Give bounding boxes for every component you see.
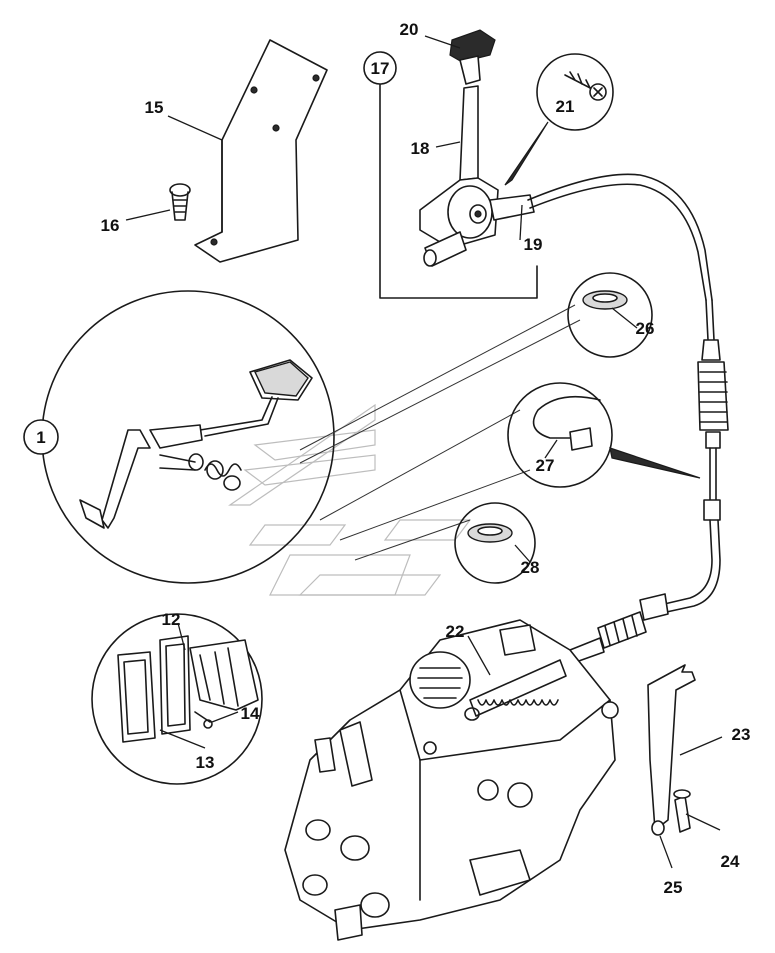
cable-bracket	[647, 664, 696, 836]
callout-18: 18	[411, 139, 430, 158]
callout-15: 15	[145, 98, 164, 117]
callout-14: 14	[241, 704, 260, 723]
callout-17: 17	[363, 51, 397, 85]
callout-19: 19	[524, 235, 543, 254]
svg-text:17: 17	[371, 59, 390, 78]
detail-circle-pedal	[41, 290, 335, 584]
knob-part	[449, 29, 496, 85]
callout-labels: 12 13 14 15 16 17 18 19 20 21 22 23 24 2…	[101, 20, 751, 897]
detail-circle-clip-27	[507, 382, 613, 488]
callout-24: 24	[721, 852, 740, 871]
detail-circle-screw	[504, 53, 614, 186]
callout-1: 1	[23, 419, 59, 455]
bracket-part	[194, 39, 328, 263]
detail-circle-grommet-28	[454, 502, 536, 584]
callout-23: 23	[732, 725, 751, 744]
injection-pump	[284, 619, 619, 941]
callout-28: 28	[521, 558, 540, 577]
callout-13: 13	[196, 753, 215, 772]
lever-assembly	[379, 82, 713, 301]
callout-16: 16	[101, 216, 120, 235]
detail-circle-grommet-26	[567, 272, 653, 358]
callout-21: 21	[556, 97, 575, 116]
callout-27: 27	[536, 456, 555, 475]
callout-22: 22	[446, 622, 465, 641]
callout-26: 26	[636, 319, 655, 338]
watermark-logo	[228, 403, 472, 596]
svg-text:1: 1	[36, 428, 45, 447]
detail-circle-boot	[91, 613, 263, 785]
bolt-part	[673, 789, 691, 833]
callout-25: 25	[664, 878, 683, 897]
pointer-arrow	[609, 447, 701, 479]
throttle-cable	[554, 299, 729, 663]
screw-part	[169, 183, 191, 221]
callout-20: 20	[400, 20, 419, 39]
leader-lines-group	[299, 304, 581, 561]
callout-12: 12	[162, 610, 181, 629]
callout-leaders	[125, 35, 723, 869]
